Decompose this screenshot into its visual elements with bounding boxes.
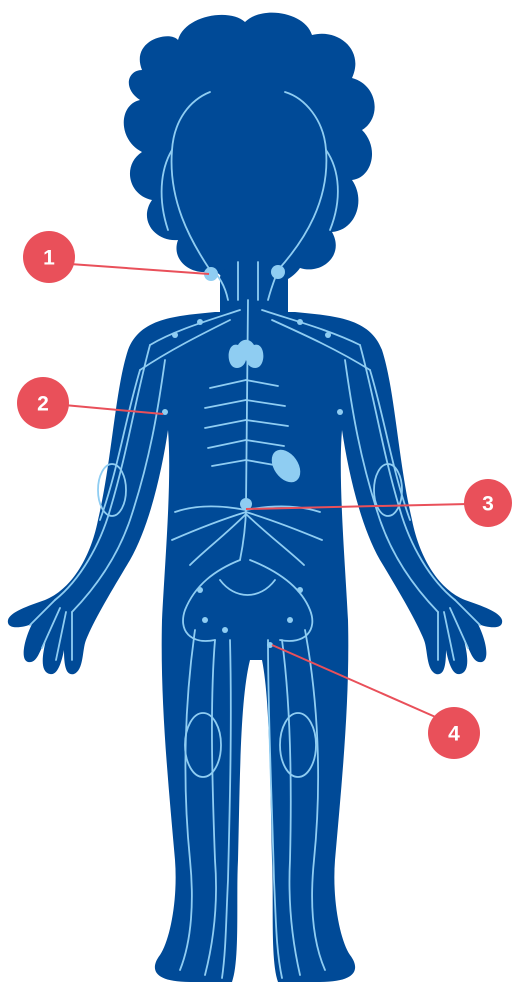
callout-label-1: 1 <box>43 247 55 270</box>
torso-limbs <box>8 312 502 982</box>
node-shoulder-right-1 <box>297 319 303 325</box>
node-groin-left-1 <box>202 617 208 623</box>
node-shoulder-left-2 <box>172 332 178 338</box>
node-pelvis-left <box>197 587 203 593</box>
node-neck-right <box>271 265 285 279</box>
body-silhouette <box>8 13 502 982</box>
callout-1: 1 <box>23 231 75 283</box>
callout-3: 3 <box>464 479 512 527</box>
callout-2: 2 <box>17 377 69 429</box>
node-groin-left-2 <box>222 627 228 633</box>
callout-label-4: 4 <box>448 723 460 746</box>
node-shoulder-right-2 <box>325 332 331 338</box>
head-hair <box>124 13 375 284</box>
callout-label-3: 3 <box>482 493 494 516</box>
node-pelvis-right <box>297 587 303 593</box>
callout-label-2: 2 <box>37 393 49 416</box>
node-groin-right-1 <box>287 617 293 623</box>
node-armpit-right <box>337 409 343 415</box>
node-shoulder-left-1 <box>197 319 203 325</box>
callout-4: 4 <box>428 707 480 759</box>
